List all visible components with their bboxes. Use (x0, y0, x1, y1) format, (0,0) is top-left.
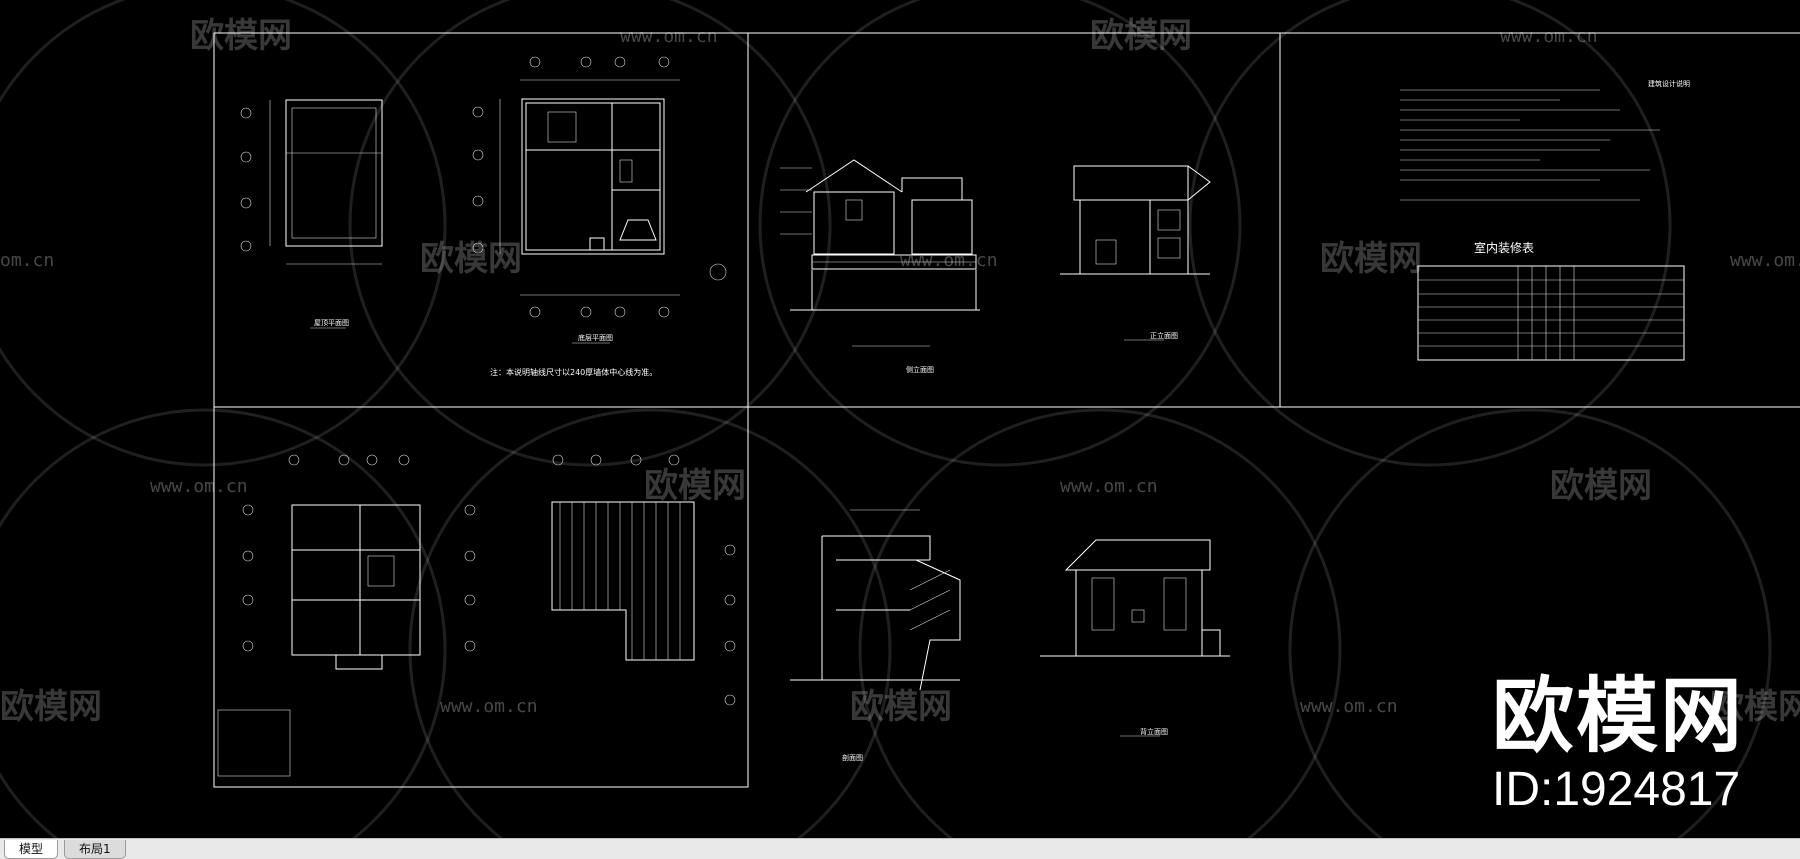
cad-drawing[interactable]: 屋顶平面图 (0, 0, 1800, 838)
watermark-logo: 欧模网 (1550, 466, 1652, 506)
watermark-logo: 欧模网 (0, 687, 102, 727)
sheet-frames (213, 32, 1800, 788)
plan-note: 注：本说明轴线尺寸以240厚墙体中心线为准。 (490, 367, 657, 377)
design-notes-title: 建筑设计说明 (1648, 79, 1690, 88)
watermark-logo: 欧模网 (420, 239, 522, 279)
watermark-logo: 欧模网 (1090, 16, 1192, 56)
watermark-url: www.om.cn (1060, 476, 1158, 497)
watermark-url: www.om.cn (440, 696, 538, 717)
ground-floor-plan: 底层平面图 注：本说明轴线尺寸以240厚墙体中心线为准。 (472, 56, 727, 377)
rear-elevation: 背立面图 (1040, 539, 1230, 737)
watermark-url: www.om.cn (150, 476, 248, 497)
brand-stamp: 欧模网 ID:1924817 (1492, 672, 1744, 818)
watermark-urls: www.om.cn www.om.cn om.cn www.om.cn www.… (0, 26, 1800, 717)
roof-plan-title: 屋顶平面图 (314, 319, 349, 327)
watermark-url: www.om.cn (1730, 250, 1800, 271)
design-notes: 建筑设计说明 室内装修表 (1400, 79, 1690, 361)
brand-name: 欧模网 (1491, 669, 1744, 764)
watermark-logo: 欧模网 (1710, 687, 1800, 727)
roof-framing-plan (551, 454, 736, 706)
tab-model[interactable]: 模型 (4, 840, 59, 859)
watermark-logo: 欧模网 (190, 16, 292, 56)
layout-tab-bar: 模型 布局1 (0, 838, 1800, 859)
rear-elevation-title: 背立面图 (1140, 727, 1168, 736)
watermark-url: om.cn (0, 250, 54, 271)
front-elevation: 正立面图 (1060, 165, 1211, 341)
watermark-circles (0, 0, 1772, 838)
watermark-logo: 欧模网 (644, 466, 746, 506)
cad-model-space[interactable]: 屋顶平面图 (0, 0, 1800, 838)
roof-plan: 屋顶平面图 (240, 99, 383, 329)
side-elevation-title: 侧立面图 (906, 365, 934, 374)
section-title: 剖面图 (842, 753, 863, 762)
watermark-logo: 欧模网 (850, 687, 952, 727)
brand-id: ID:1924817 (1491, 763, 1741, 816)
watermark-url: www.om.cn (1500, 26, 1598, 47)
tab-layout1[interactable]: 布局1 (64, 840, 126, 859)
watermark-url: www.om.cn (620, 26, 718, 47)
watermark-logos: 欧模网 欧模网 欧模网 欧模网 欧模网 欧模网 欧模网 欧模网 欧模网 (0, 16, 1800, 727)
ground-plan-title: 底层平面图 (578, 333, 613, 342)
side-elevation: 侧立面图 (780, 159, 980, 374)
section-view: 剖面图 (790, 509, 961, 762)
front-elevation-title: 正立面图 (1150, 331, 1178, 340)
watermark-logo: 欧模网 (1320, 239, 1422, 279)
watermark-url: www.om.cn (1300, 696, 1398, 717)
upper-floor-plan (217, 454, 476, 777)
watermark-url: www.om.cn (900, 250, 998, 271)
finish-table-title: 室内装修表 (1474, 240, 1534, 255)
